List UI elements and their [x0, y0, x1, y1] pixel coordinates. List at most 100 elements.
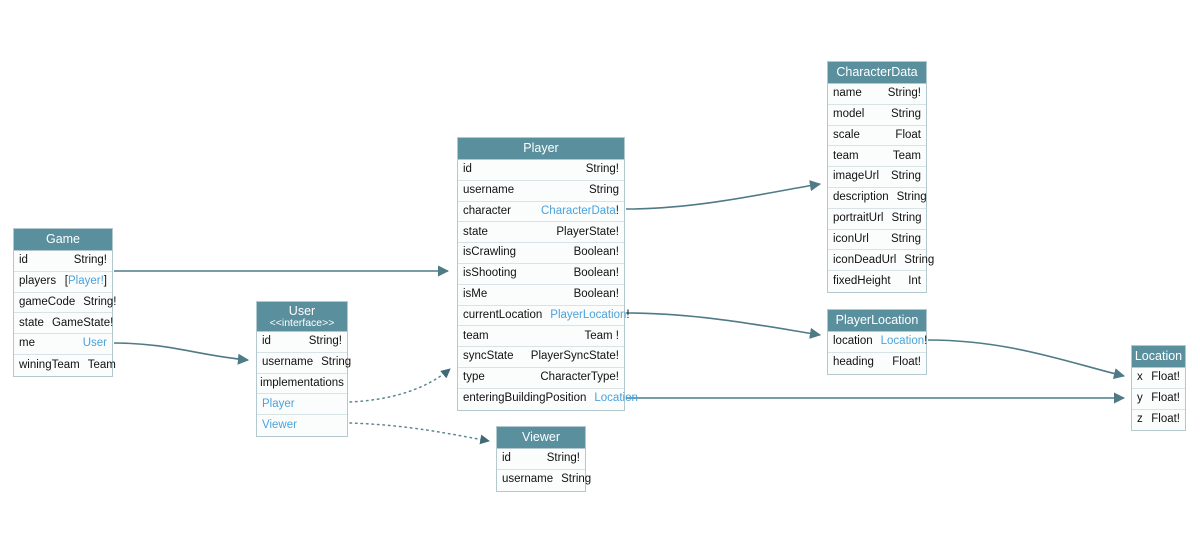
field-type: Team [87, 358, 116, 371]
user-implementation-viewer[interactable]: Viewer [257, 415, 347, 436]
entity-playerlocation[interactable]: PlayerLocation location Location! headin… [827, 309, 927, 375]
field-characterdata-team[interactable]: team Team [828, 146, 926, 168]
field-name: gameCode [19, 295, 76, 308]
field-name: state [463, 225, 488, 238]
field-game-winingteam[interactable]: winingTeam Team [14, 354, 116, 376]
field-type: String! [308, 335, 342, 348]
field-name: name [833, 87, 862, 100]
field-characterdata-imageurl[interactable]: imageUrl String [828, 167, 926, 188]
field-characterdata-portraiturl[interactable]: portraitUrl String [828, 208, 926, 230]
user-implementation-player[interactable]: Player [257, 394, 347, 416]
field-type: User [82, 337, 107, 350]
field-name: portraitUrl [833, 211, 884, 224]
field-type: String [561, 473, 592, 486]
field-name: z [1137, 413, 1143, 426]
field-type: PlayerLocation! [550, 308, 630, 321]
field-player-enteringbuildingposition[interactable]: enteringBuildingPosition Location [458, 388, 638, 410]
field-player-id[interactable]: id String! [458, 160, 624, 181]
entity-characterdata[interactable]: CharacterData name String! model String … [827, 61, 934, 293]
impl-name: Player [262, 397, 295, 410]
field-location-x[interactable]: x Float! [1132, 368, 1185, 389]
field-playerlocation-heading[interactable]: heading Float! [828, 352, 926, 374]
field-playerlocation-location[interactable]: location Location! [828, 332, 928, 353]
field-characterdata-fixedheight[interactable]: fixedHeight Int [828, 271, 926, 292]
field-type: PlayerState! [556, 225, 619, 238]
field-name: id [19, 254, 28, 267]
entity-game[interactable]: Game id String! players [Player!] gameCo… [13, 228, 117, 377]
field-user-username[interactable]: username String [257, 352, 351, 374]
field-type: String [890, 107, 921, 120]
field-name: fixedHeight [833, 274, 891, 287]
field-player-isshooting[interactable]: isShooting Boolean! [458, 263, 624, 285]
entity-characterdata-title: CharacterData [828, 62, 926, 84]
field-type: Float! [1151, 391, 1180, 404]
field-game-id[interactable]: id String! [14, 251, 112, 272]
field-name: id [463, 163, 472, 176]
field-name: winingTeam [19, 358, 80, 371]
field-player-state[interactable]: state PlayerState! [458, 222, 624, 244]
field-type: CharacterType! [540, 371, 619, 384]
label-text: implementations [260, 376, 344, 389]
field-name: username [262, 355, 314, 368]
field-characterdata-model[interactable]: model String [828, 104, 926, 126]
field-name: me [19, 337, 35, 350]
entity-user[interactable]: User <<interface>> id String! username S… [256, 301, 351, 437]
field-characterdata-name[interactable]: name String! [828, 84, 926, 105]
field-type: Boolean! [573, 287, 619, 300]
field-viewer-username[interactable]: username String [497, 469, 591, 491]
field-game-gamecode[interactable]: gameCode String! [14, 292, 117, 314]
field-player-syncstate[interactable]: syncState PlayerSyncState! [458, 347, 624, 368]
field-name: isCrawling [463, 246, 517, 259]
field-type: Location! [880, 335, 928, 348]
field-type: String! [585, 163, 619, 176]
field-type: Boolean! [573, 267, 619, 280]
field-game-players[interactable]: players [Player!] [14, 271, 112, 293]
field-type: Float! [1151, 413, 1180, 426]
field-location-y[interactable]: y Float! [1132, 388, 1185, 410]
field-name: description [833, 191, 889, 204]
entity-location-name: Location [1134, 349, 1183, 364]
field-player-currentlocation[interactable]: currentLocation PlayerLocation! [458, 305, 630, 327]
entity-viewer[interactable]: Viewer id String! username String [496, 426, 591, 492]
field-name: players [19, 274, 57, 287]
edge-player-currentlocation-to-playerlocation [625, 312, 822, 339]
field-name: team [463, 329, 489, 342]
impl-name: Viewer [262, 418, 297, 431]
field-game-state[interactable]: state GameState! [14, 313, 113, 335]
field-viewer-id[interactable]: id String! [497, 449, 585, 470]
field-player-iscrawling[interactable]: isCrawling Boolean! [458, 243, 624, 264]
field-type: String [890, 170, 921, 183]
edge-playerlocation-location-to-location [927, 339, 1126, 380]
field-name: heading [833, 356, 874, 369]
field-name: model [833, 107, 865, 120]
field-player-character[interactable]: character CharacterData! [458, 201, 624, 223]
field-characterdata-description[interactable]: description String [828, 187, 927, 209]
field-type: Int [908, 274, 921, 287]
field-location-z[interactable]: z Float! [1132, 409, 1185, 431]
entity-location-title: Location [1132, 346, 1185, 368]
field-characterdata-scale[interactable]: scale Float [828, 125, 926, 147]
entity-player[interactable]: Player id String! username String charac… [457, 137, 638, 411]
entity-player-title: Player [458, 138, 624, 160]
field-type: String [588, 183, 619, 196]
field-player-isme[interactable]: isMe Boolean! [458, 284, 624, 306]
field-type: String [896, 191, 927, 204]
field-player-username[interactable]: username String [458, 180, 624, 202]
field-name: imageUrl [833, 170, 880, 183]
field-type: Team ! [584, 329, 619, 342]
list-close-bracket: ] [103, 274, 107, 287]
entity-game-title: Game [14, 229, 112, 251]
field-type: String! [73, 254, 107, 267]
non-null-marker: ! [626, 308, 630, 321]
field-type: Location [594, 392, 638, 405]
field-user-id[interactable]: id String! [257, 332, 347, 353]
field-player-team[interactable]: team Team ! [458, 326, 624, 348]
field-characterdata-iconurl[interactable]: iconUrl String [828, 229, 926, 251]
entity-playerlocation-name: PlayerLocation [835, 313, 919, 328]
field-type: String [321, 355, 352, 368]
field-characterdata-icondeadurl[interactable]: iconDeadUrl String [828, 250, 934, 272]
field-game-me[interactable]: me User [14, 334, 112, 355]
field-player-type[interactable]: type CharacterType! [458, 367, 624, 389]
type-name: Player! [68, 274, 104, 287]
entity-location[interactable]: Location x Float! y Float! z Float! [1131, 345, 1186, 432]
